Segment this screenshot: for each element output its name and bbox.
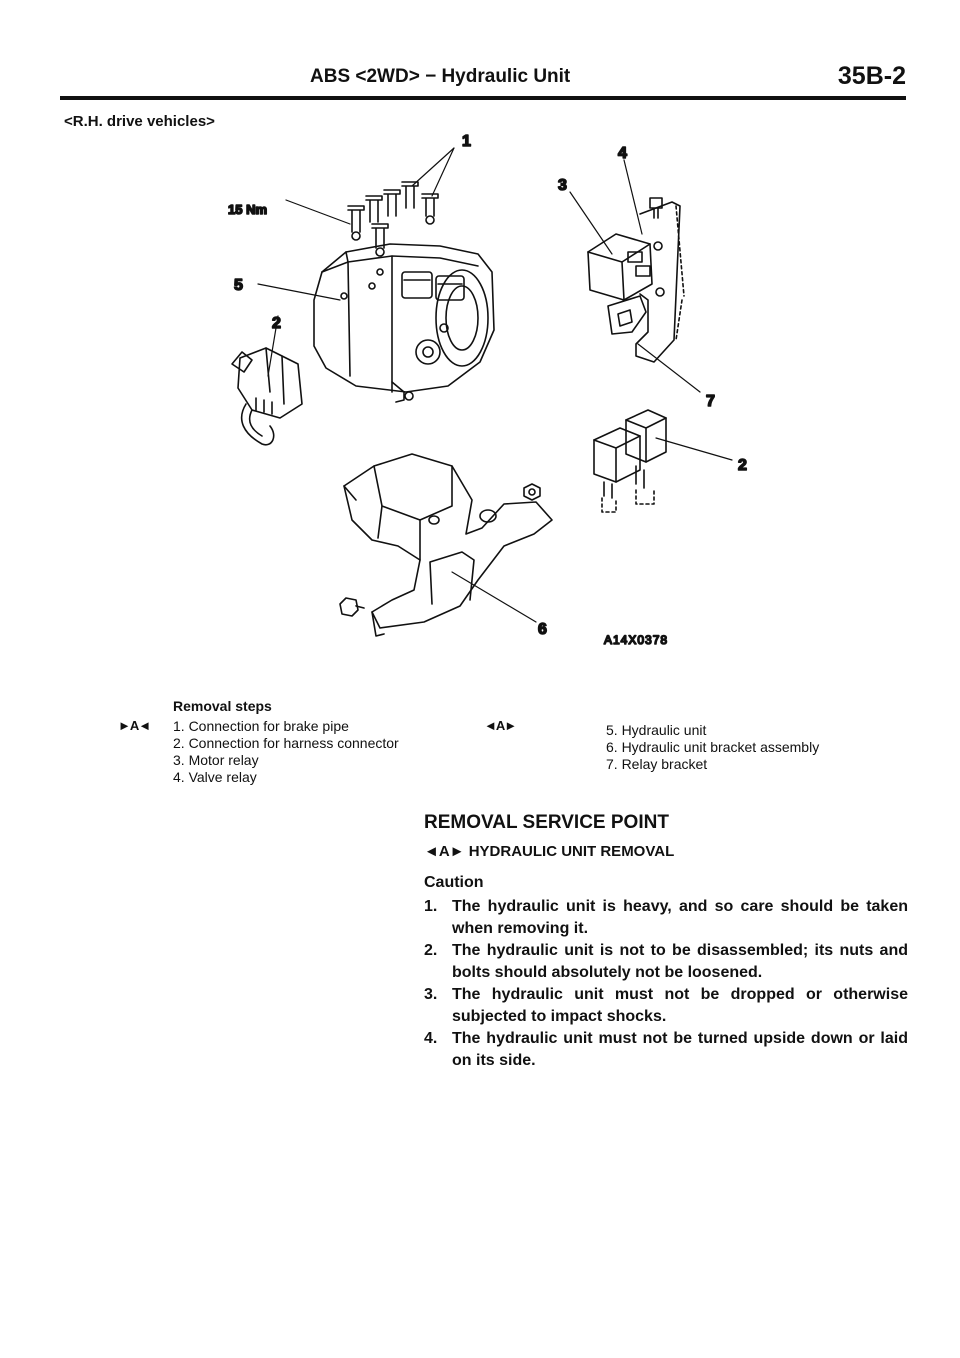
callout-1: 1 — [462, 133, 471, 150]
caution-item: 2. The hydraulic unit is not to be disas… — [424, 940, 908, 984]
removal-step: 6. Hydraulic unit bracket assembly — [606, 739, 820, 755]
removal-steps-right-column: 5. Hydraulic unit 6. Hydraulic unit brac… — [606, 722, 819, 773]
page-title: ABS <2WD> − Hydraulic Unit — [310, 66, 571, 87]
hydraulic-unit-drawing — [313, 243, 495, 403]
callout-3: 3 — [558, 177, 567, 194]
caution-label: Caution — [424, 874, 484, 891]
leader-lines — [257, 147, 733, 623]
bolt-drawings — [347, 181, 439, 257]
subheading: <R.H. drive vehicles> — [64, 113, 215, 130]
caution-item: 1. The hydraulic unit is heavy, and so c… — [424, 896, 908, 940]
callout-7: 7 — [706, 393, 715, 410]
valve-relay-drawing — [593, 409, 667, 513]
removal-steps-title: Removal steps — [173, 698, 272, 714]
removal-step: 3. Motor relay — [173, 752, 259, 768]
page-number: 35B-2 — [837, 62, 906, 90]
torque-label: 15 Nm — [228, 202, 267, 217]
page-header: ABS <2WD> − Hydraulic Unit 35B-2 — [60, 62, 906, 100]
caution-list: 1. The hydraulic unit is heavy, and so c… — [424, 896, 908, 1072]
callout-4: 4 — [618, 145, 627, 162]
nut-drawings — [339, 483, 541, 617]
harness-connector-drawing — [231, 347, 303, 446]
callout-6: 6 — [538, 621, 547, 638]
caution-number: 3. — [424, 986, 438, 1003]
exploded-view-diagram: 1 2 3 4 5 2 7 6 15 Nm A14X0378 — [227, 132, 748, 648]
caution-text: The hydraulic unit must not be dropped o… — [452, 986, 908, 1025]
caution-number: 4. — [424, 1030, 438, 1047]
callouts: 1 2 3 4 5 2 7 6 15 Nm A14X0378 — [227, 132, 748, 648]
service-marker-left: ►A◄ — [118, 718, 151, 733]
figure-code: A14X0378 — [604, 633, 668, 647]
subsection-title: ◄A► HYDRAULIC UNIT REMOVAL — [424, 843, 675, 860]
bracket-drawing — [343, 453, 553, 637]
caution-number: 1. — [424, 898, 438, 915]
callout-2a: 2 — [272, 315, 281, 332]
removal-step: 4. Valve relay — [173, 769, 257, 785]
removal-step: 1. Connection for brake pipe — [173, 718, 349, 734]
motor-relay-drawing — [587, 233, 653, 301]
callout-2b: 2 — [738, 457, 747, 474]
removal-step: 5. Hydraulic unit — [606, 722, 707, 738]
caution-number: 2. — [424, 942, 438, 959]
service-marker-right: ◄A► — [484, 718, 517, 733]
caution-text: The hydraulic unit must not be turned up… — [452, 1030, 908, 1069]
removal-steps-left-column: 1. Connection for brake pipe 2. Connecti… — [173, 718, 399, 786]
caution-text: The hydraulic unit is not to be disassem… — [452, 942, 908, 981]
relay-bracket-drawing — [607, 197, 685, 363]
caution-item: 4. The hydraulic unit must not be turned… — [424, 1028, 908, 1072]
caution-text: The hydraulic unit is heavy, and so care… — [452, 898, 908, 937]
removal-step: 2. Connection for harness connector — [173, 735, 399, 751]
callout-5: 5 — [234, 277, 243, 294]
caution-item: 3. The hydraulic unit must not be droppe… — [424, 984, 908, 1028]
removal-step: 7. Relay bracket — [606, 756, 708, 772]
section-title: REMOVAL SERVICE POINT — [424, 812, 669, 833]
